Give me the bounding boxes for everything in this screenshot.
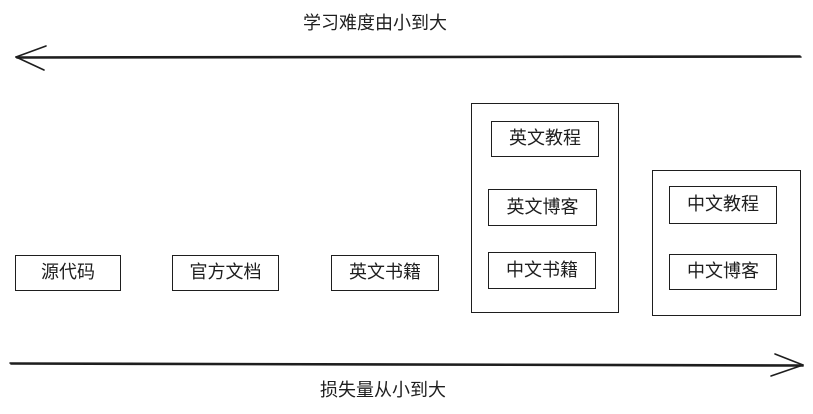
source-code-box: 源代码 (15, 255, 121, 291)
learning-difficulty-caption: 学习难度由小到大 (303, 13, 447, 34)
english-resources-group (471, 103, 619, 313)
official-docs-box: 官方文档 (172, 255, 279, 291)
chinese-books-box: 中文书籍 (488, 252, 596, 289)
right-arrow-icon (9, 353, 804, 377)
left-arrow-icon (15, 45, 802, 71)
english-tutorial-box: 英文教程 (491, 121, 599, 157)
chinese-blog-box: 中文博客 (669, 254, 777, 290)
english-books-box: 英文书籍 (331, 255, 439, 291)
loss-amount-caption: 损失量从小到大 (320, 380, 446, 401)
chinese-tutorial-box: 中文教程 (669, 186, 777, 224)
english-blog-box: 英文博客 (488, 189, 597, 226)
chinese-resources-group (652, 170, 801, 316)
